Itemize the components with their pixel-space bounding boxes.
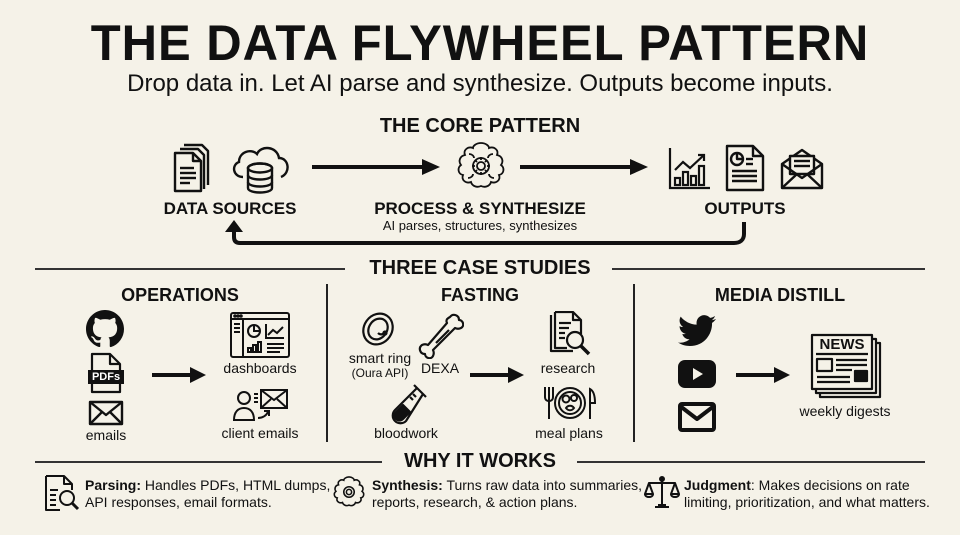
why-judgment: Judgment: Makes decisions on rate limiti…	[684, 477, 930, 510]
github-icon	[86, 310, 124, 348]
why-synthesis: Synthesis: Turns raw data into summaries…	[372, 477, 642, 510]
page-subtitle: Drop data in. Let AI parse and synthesiz…	[127, 70, 833, 97]
pdf-badge-label: PDFs	[91, 371, 121, 383]
process-caption: AI parses, structures, synthesizes	[382, 218, 578, 233]
client-emails-label: client emails	[221, 425, 299, 441]
oura-api-label: (Oura API)	[351, 366, 409, 380]
youtube-icon	[678, 360, 716, 388]
dexa-label: DEXA	[420, 360, 460, 376]
cloud-database-icon	[229, 143, 291, 195]
documents-icon	[172, 142, 216, 194]
divider-left	[35, 461, 382, 463]
open-envelope-icon	[780, 146, 824, 190]
case-title-fasting: FASTING	[440, 285, 519, 305]
arrow-right-icon	[470, 366, 526, 384]
dashboards-label: dashboards	[223, 360, 297, 376]
divider-right	[612, 268, 925, 270]
why-term: Parsing:	[85, 477, 142, 493]
process-synthesize-label: PROCESS & SYNTHESIZE	[374, 199, 586, 218]
report-icon	[725, 144, 765, 192]
scales-icon	[644, 474, 680, 510]
column-divider	[326, 284, 328, 442]
arrow-right-icon	[312, 157, 442, 177]
client-email-icon	[232, 388, 290, 424]
case-title-operations: OPERATIONS	[121, 285, 239, 305]
divider-right	[577, 461, 925, 463]
divider-left	[35, 268, 345, 270]
test-tube-icon	[386, 381, 430, 425]
document-search-icon	[44, 474, 80, 512]
dashboard-icon	[230, 312, 290, 358]
smart-ring-icon	[361, 311, 395, 347]
data-sources-label: DATA SOURCES	[163, 199, 297, 218]
arrow-right-icon	[520, 157, 650, 177]
page-title: THE DATA FLYWHEEL PATTERN	[90, 15, 870, 71]
newspaper-icon: NEWS	[810, 333, 882, 399]
arrow-right-icon	[152, 366, 208, 384]
brain-gear-icon	[332, 475, 366, 509]
meal-plans-label: meal plans	[535, 425, 603, 441]
research-label: research	[540, 360, 596, 376]
bone-icon	[416, 311, 464, 359]
email-icon	[88, 400, 124, 426]
why-term: Judgment	[684, 477, 751, 493]
research-icon	[545, 311, 591, 357]
weekly-digests-label: weekly digests	[799, 403, 891, 419]
twitter-icon	[678, 315, 716, 347]
gmail-icon	[678, 402, 716, 432]
core-pattern-heading: THE CORE PATTERN	[379, 115, 581, 137]
case-studies-heading: THREE CASE STUDIES	[369, 257, 591, 279]
feedback-loop-arrow-icon	[222, 218, 752, 248]
smart-ring-label: smart ring	[348, 350, 412, 366]
arrow-right-icon	[736, 366, 792, 384]
news-badge: NEWS	[819, 336, 865, 353]
case-title-media-distill: MEDIA DISTILL	[714, 285, 846, 305]
why-term: Synthesis:	[372, 477, 443, 493]
meal-plate-icon	[542, 385, 598, 421]
bar-chart-icon	[668, 146, 712, 190]
why-parsing: Parsing: Handles PDFs, HTML dumps, API r…	[85, 477, 331, 510]
pdf-icon: PDFs	[88, 352, 124, 394]
why-it-works-heading: WHY IT WORKS	[404, 450, 556, 472]
bloodwork-label: bloodwork	[374, 425, 438, 441]
outputs-label: OUTPUTS	[704, 199, 786, 218]
column-divider	[633, 284, 635, 442]
brain-gear-icon	[455, 140, 507, 192]
emails-label: emails	[85, 427, 127, 443]
